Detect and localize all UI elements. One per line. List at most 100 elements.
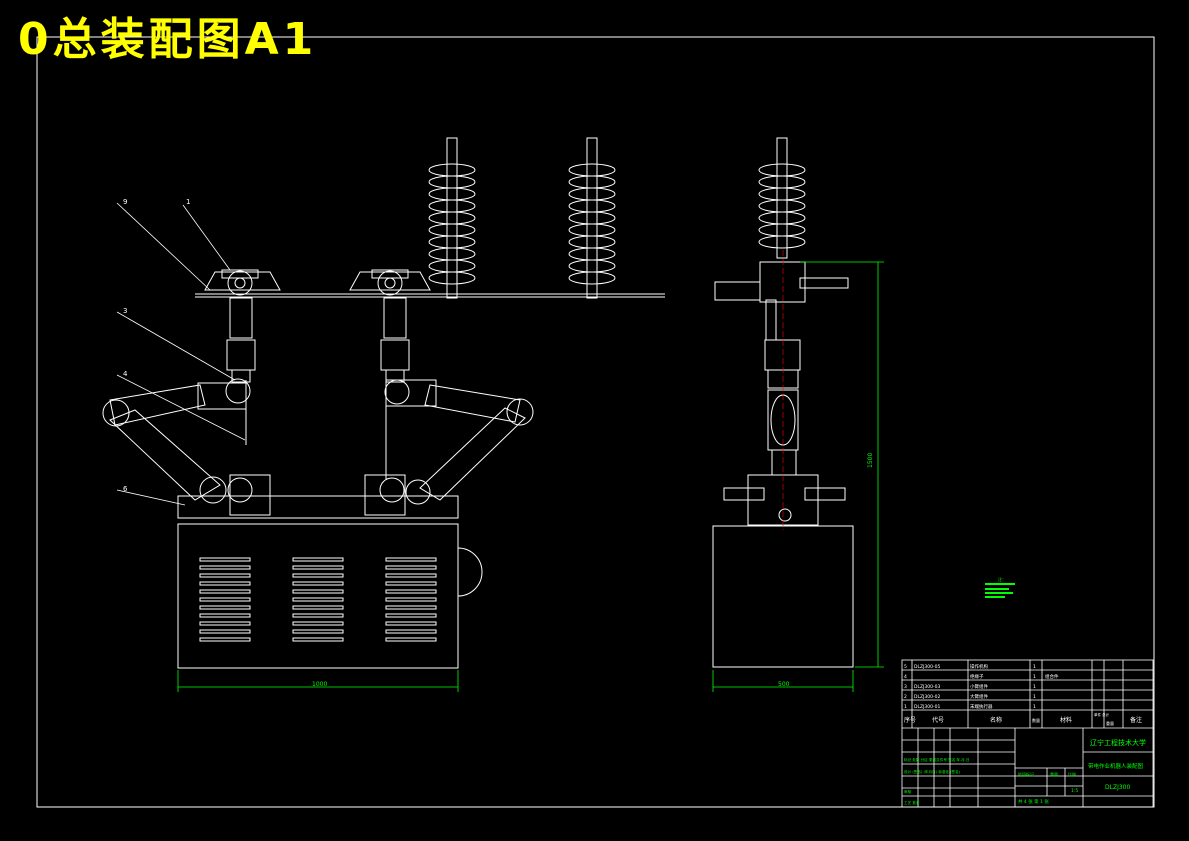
cabinet-vent-slot xyxy=(385,573,437,578)
insulator-right xyxy=(568,137,616,299)
cabinet-vent-slot xyxy=(199,597,251,602)
cabinet-vent-slot xyxy=(199,565,251,570)
note-label: 注： xyxy=(998,576,1006,582)
left-arm-links xyxy=(102,378,253,504)
parts-list-no: 3 xyxy=(904,684,907,690)
front-width-dimension xyxy=(177,670,459,692)
insulator-shed xyxy=(568,199,616,213)
cabinet-vent-slot xyxy=(292,605,344,610)
hdr-material: 材料 xyxy=(1060,716,1072,724)
insulator-shed xyxy=(428,175,476,189)
balloon-3: 3 xyxy=(123,307,127,315)
hdr-note: 备注 xyxy=(1130,716,1142,724)
insulator-shed xyxy=(758,163,806,177)
end-effector-left xyxy=(204,269,281,296)
parts-list-qty: 1 xyxy=(1033,694,1036,700)
side-dimensions xyxy=(712,261,884,692)
hdr-weight-top: 单件 总计 xyxy=(1094,712,1110,717)
cabinet-vent-slot xyxy=(292,597,344,602)
insulator-shed xyxy=(568,223,616,237)
cabinet-vent-slot xyxy=(199,629,251,634)
side-cabinet xyxy=(712,525,854,668)
stage-label: 阶段标记 xyxy=(1018,771,1034,777)
front-view xyxy=(102,137,665,669)
cabinet-vent-slot xyxy=(199,573,251,578)
side-height-label: 1500 xyxy=(867,453,874,468)
control-cabinet xyxy=(177,523,459,669)
tb-row-4: 工艺 批准 xyxy=(904,800,920,805)
title-block xyxy=(901,659,1154,808)
cabinet-vent-slot xyxy=(292,613,344,618)
hdr-weight-bottom: 重量 xyxy=(1106,720,1114,726)
front-width-label: 1000 xyxy=(312,681,327,688)
right-arm-links xyxy=(379,379,534,505)
side-view xyxy=(712,137,854,668)
insulator-shed xyxy=(428,247,476,261)
parts-list-no: 4 xyxy=(904,674,907,680)
parts-list-name: 小臂组件 xyxy=(970,683,988,690)
insulator-shed xyxy=(428,163,476,177)
insulator-shed xyxy=(568,187,616,201)
parts-list-name: 操作机构 xyxy=(970,663,988,670)
parts-list-no: 2 xyxy=(904,694,907,700)
insulator-shed xyxy=(428,235,476,249)
cabinet-vent-slot xyxy=(385,613,437,618)
parts-list-qty: 1 xyxy=(1033,664,1036,670)
cabinet-vent-slot xyxy=(385,605,437,610)
parts-list-code: DLZJ300-05 xyxy=(914,664,940,670)
cabinet-vent-slot xyxy=(385,597,437,602)
cabinet-vent-slot xyxy=(199,621,251,626)
cabinet-vent-slot xyxy=(385,629,437,634)
cabinet-vent-slot xyxy=(292,573,344,578)
balloon-9: 9 xyxy=(123,198,127,206)
cabinet-vent-slot xyxy=(292,637,344,642)
school-name: 辽宁工程技术大学 xyxy=(1090,738,1146,747)
part-balloons xyxy=(116,202,246,506)
insulator-shed xyxy=(428,211,476,225)
parts-list-name: 末端执行器 xyxy=(970,703,993,710)
parts-list-name: 大臂组件 xyxy=(970,693,988,700)
balloon-6: 6 xyxy=(123,485,128,493)
cabinet-vent-slot xyxy=(292,589,344,594)
end-effector-right xyxy=(349,269,431,296)
insulator-shed xyxy=(758,235,806,249)
cabinet-vent-slot xyxy=(199,589,251,594)
scale-value: 1:5 xyxy=(1071,788,1078,794)
insulator-shed xyxy=(568,247,616,261)
cabinet-vent-slot xyxy=(385,621,437,626)
cabinet-vent-slot xyxy=(199,613,251,618)
cabinet-vent-slot xyxy=(385,565,437,570)
parts-list-code: DLZJ300-01 xyxy=(914,704,940,710)
tb-row-1: 标记 处数 分区 更改文件号 签名 年.月.日 xyxy=(904,757,970,762)
sheet-border xyxy=(36,36,1155,808)
insulator-shed xyxy=(758,175,806,189)
sheet-title: 0总装配图A1 xyxy=(18,14,318,65)
weight-label: 重量 xyxy=(1050,771,1058,777)
parts-list-material: 组合件 xyxy=(1045,673,1059,680)
insulator-shed xyxy=(568,259,616,273)
parts-list-no: 5 xyxy=(904,664,907,670)
note-block xyxy=(985,583,1015,598)
cabinet-vent-slot xyxy=(199,605,251,610)
cabinet-vent-slot xyxy=(292,621,344,626)
insulator-shed xyxy=(568,175,616,189)
cabinet-vent-slot xyxy=(292,565,344,570)
cabinet-vent-slot xyxy=(385,557,437,562)
cabinet-vent-slot xyxy=(199,557,251,562)
balloon-1: 1 xyxy=(186,198,190,206)
parts-list-qty: 1 xyxy=(1033,674,1036,680)
hdr-code: 代号 xyxy=(932,716,944,724)
parts-list-no: 1 xyxy=(904,704,907,710)
cabinet-vent-slot xyxy=(385,589,437,594)
drawing-number: DLZJ300 xyxy=(1105,784,1130,791)
hdr-name: 名称 xyxy=(990,716,1002,724)
hdr-no: 序号 xyxy=(904,716,916,724)
parts-list-name: 绝缘子 xyxy=(970,673,984,680)
cabinet-vent-slot xyxy=(385,581,437,586)
cabinet-vent-slot xyxy=(292,581,344,586)
hdr-qty: 数量 xyxy=(1032,717,1040,723)
insulator-shed xyxy=(428,271,476,285)
insulator-shed xyxy=(568,211,616,225)
insulator-shed xyxy=(758,223,806,237)
